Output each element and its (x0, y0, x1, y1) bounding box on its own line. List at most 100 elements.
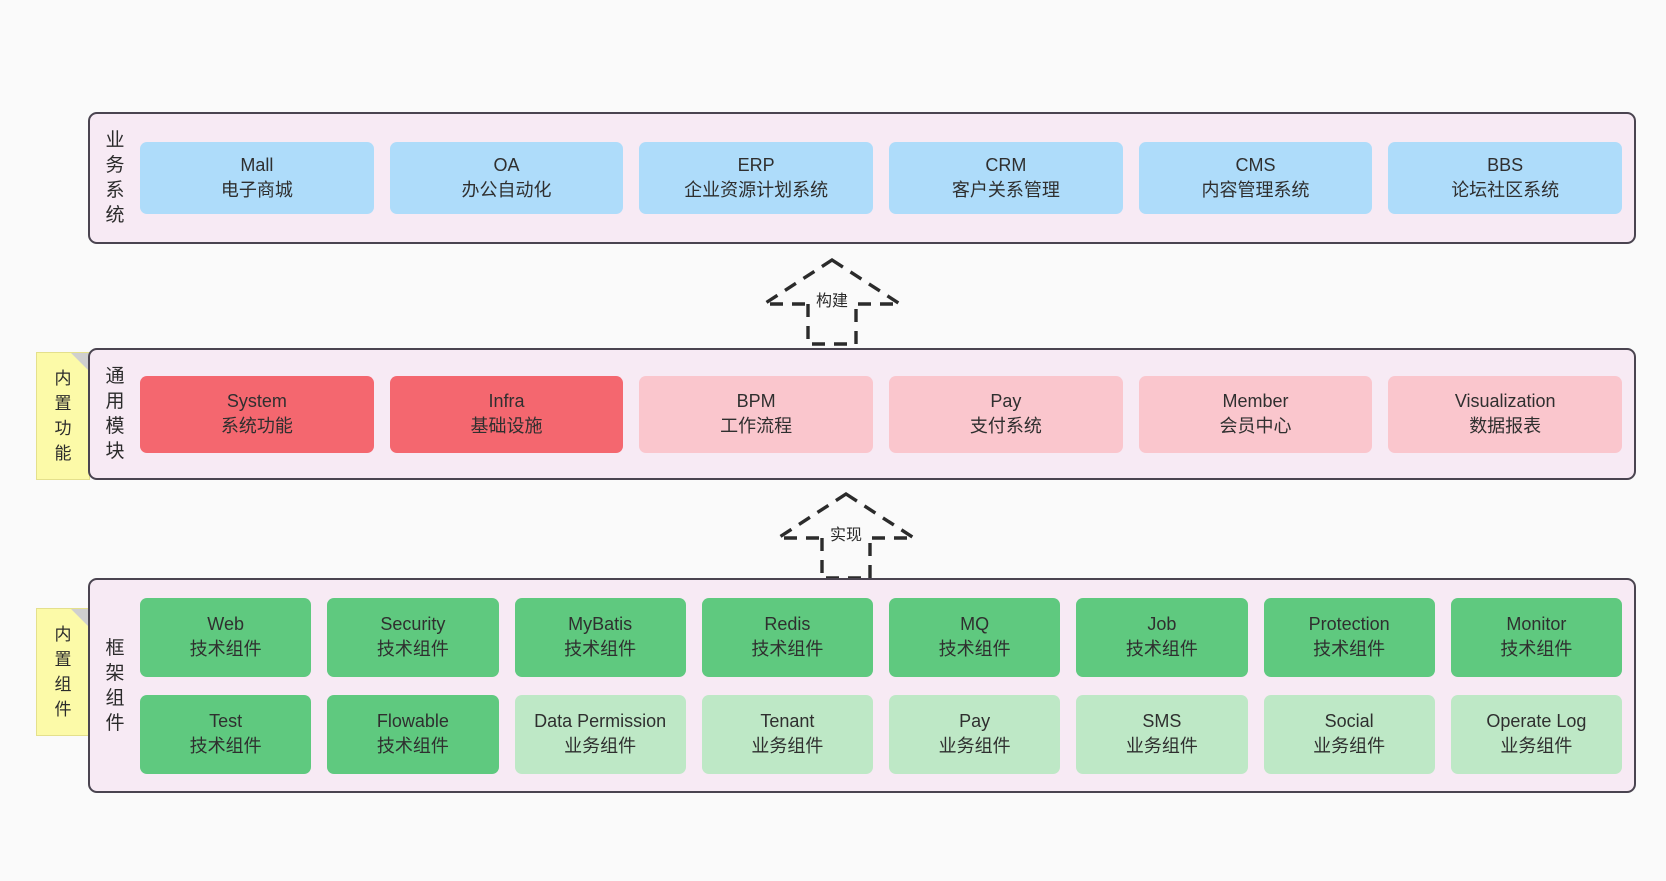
card-name: BPM (736, 391, 776, 411)
card-monitor[interactable]: Monitor 技术组件 (1450, 597, 1622, 677)
card-security[interactable]: Security 技术组件 (327, 597, 499, 677)
card-name: Job (1147, 614, 1177, 634)
card-name: MyBatis (568, 614, 633, 634)
card-test[interactable]: Test 技术组件 (140, 694, 312, 774)
card-flowable[interactable]: Flowable 技术组件 (327, 694, 499, 774)
card-mall[interactable]: Mall 电子商城 (140, 142, 374, 214)
layer-business-systems: 业务系统 Mall 电子商城 OA 办公自动化 ERP 企业资源计划系统 CRM (88, 112, 1636, 244)
card-desc: 技术组件 (938, 639, 1011, 659)
card-job[interactable]: Job 技术组件 (1076, 597, 1248, 677)
card-erp[interactable]: ERP 企业资源计划系统 (639, 142, 874, 214)
note-label: 内置功能 (54, 369, 72, 463)
card-name: Test (209, 711, 243, 731)
card-desc: 电子商城 (220, 180, 293, 200)
card-name: Protection (1308, 614, 1390, 634)
note-label: 内置组件 (54, 625, 72, 719)
card-desc: 论坛社区系统 (1451, 180, 1560, 200)
layer-title-text: 业务系统 (105, 130, 125, 226)
card-pay-component[interactable]: Pay 业务组件 (889, 694, 1061, 774)
card-mybatis[interactable]: MyBatis 技术组件 (514, 597, 686, 677)
card-name: CMS (1235, 155, 1276, 175)
card-desc: 业务组件 (938, 736, 1011, 756)
layer-title-text: 通用模块 (105, 366, 125, 462)
card-desc: 技术组件 (189, 736, 262, 756)
card-bbs[interactable]: BBS 论坛社区系统 (1388, 142, 1623, 214)
note-fold-icon (71, 609, 89, 627)
card-name: Security (380, 614, 446, 634)
card-desc: 技术组件 (751, 639, 824, 659)
card-redis[interactable]: Redis 技术组件 (701, 597, 873, 677)
layer-common-modules: 通用模块 System 系统功能 Infra 基础设施 BPM 工作流程 Pay (88, 348, 1636, 480)
card-desc: 办公自动化 (461, 180, 552, 200)
card-cms[interactable]: CMS 内容管理系统 (1138, 142, 1373, 214)
card-desc: 技术组件 (1500, 639, 1573, 659)
card-name: MQ (960, 614, 990, 634)
card-oa[interactable]: OA 办公自动化 (389, 142, 624, 214)
card-name: Operate Log (1486, 711, 1587, 731)
card-operate-log[interactable]: Operate Log 业务组件 (1450, 694, 1622, 774)
card-row: System 系统功能 Infra 基础设施 BPM 工作流程 Pay 支付系统… (140, 375, 1623, 453)
card-desc: 系统功能 (220, 416, 293, 436)
card-name: Mall (240, 155, 274, 175)
card-name: Tenant (760, 711, 815, 731)
layer-body-framework-components: Web 技术组件 Security 技术组件 MyBatis 技术组件 Redi… (140, 580, 1634, 791)
arrow-build: 构建 (752, 256, 912, 346)
card-row: Mall 电子商城 OA 办公自动化 ERP 企业资源计划系统 CRM 客户关系… (140, 142, 1623, 214)
card-desc: 基础设施 (470, 416, 543, 436)
layer-title-business-systems: 业务系统 (90, 114, 140, 242)
note-builtin-components: 内置组件 (36, 608, 90, 736)
layer-title-common-modules: 通用模块 (90, 350, 140, 478)
card-visualization[interactable]: Visualization 数据报表 (1388, 375, 1623, 453)
card-pay-module[interactable]: Pay 支付系统 (889, 375, 1123, 453)
layer-title-text: 框架组件 (105, 637, 125, 734)
card-desc: 业务组件 (1500, 736, 1573, 756)
card-desc: 内容管理系统 (1201, 180, 1310, 200)
card-mq[interactable]: MQ 技术组件 (889, 597, 1061, 677)
card-name: Monitor (1506, 614, 1567, 634)
card-sms[interactable]: SMS 业务组件 (1076, 694, 1248, 774)
card-row: Web 技术组件 Security 技术组件 MyBatis 技术组件 Redi… (140, 597, 1622, 677)
note-builtin-features: 内置功能 (36, 352, 90, 480)
card-crm[interactable]: CRM 客户关系管理 (889, 142, 1123, 214)
card-name: Member (1222, 391, 1289, 411)
card-desc: 企业资源计划系统 (684, 180, 829, 200)
card-desc: 业务组件 (564, 736, 637, 756)
card-data-permission[interactable]: Data Permission 业务组件 (514, 694, 686, 774)
card-name: Web (207, 614, 244, 634)
card-row: Test 技术组件 Flowable 技术组件 Data Permission … (140, 694, 1622, 774)
card-name: Visualization (1454, 391, 1556, 411)
arrow-implement-label: 实现 (828, 526, 865, 546)
layer-body-common-modules: System 系统功能 Infra 基础设施 BPM 工作流程 Pay 支付系统… (140, 350, 1634, 478)
card-name: System (226, 391, 287, 411)
card-system[interactable]: System 系统功能 (140, 375, 374, 453)
card-desc: 技术组件 (376, 639, 449, 659)
card-web[interactable]: Web 技术组件 (140, 597, 312, 677)
card-name: Social (1324, 711, 1374, 731)
card-desc: 业务组件 (751, 736, 824, 756)
card-name: Redis (764, 614, 811, 634)
layer-framework-components: 框架组件 Web 技术组件 Security 技术组件 MyBatis 技术组件… (88, 578, 1636, 793)
card-infra[interactable]: Infra 基础设施 (389, 375, 624, 453)
card-desc: 技术组件 (1313, 639, 1386, 659)
card-desc: 客户关系管理 (951, 180, 1060, 200)
card-name: Pay (990, 391, 1022, 411)
card-desc: 支付系统 (969, 416, 1042, 436)
card-member[interactable]: Member 会员中心 (1138, 375, 1373, 453)
arrow-build-label: 构建 (814, 292, 851, 312)
card-desc: 数据报表 (1469, 416, 1542, 436)
card-desc: 工作流程 (720, 416, 793, 436)
card-name: BBS (1487, 155, 1524, 175)
card-desc: 会员中心 (1219, 416, 1292, 436)
card-desc: 业务组件 (1125, 736, 1198, 756)
layer-body-business-systems: Mall 电子商城 OA 办公自动化 ERP 企业资源计划系统 CRM 客户关系… (140, 114, 1634, 242)
layer-title-framework-components: 框架组件 (90, 580, 140, 791)
card-desc: 技术组件 (189, 639, 262, 659)
card-bpm[interactable]: BPM 工作流程 (639, 375, 874, 453)
card-name: Infra (488, 391, 525, 411)
note-fold-icon (71, 353, 89, 371)
card-social[interactable]: Social 业务组件 (1263, 694, 1435, 774)
card-protection[interactable]: Protection 技术组件 (1263, 597, 1435, 677)
card-tenant[interactable]: Tenant 业务组件 (701, 694, 873, 774)
card-name: Pay (959, 711, 991, 731)
arrow-implement: 实现 (766, 490, 926, 580)
